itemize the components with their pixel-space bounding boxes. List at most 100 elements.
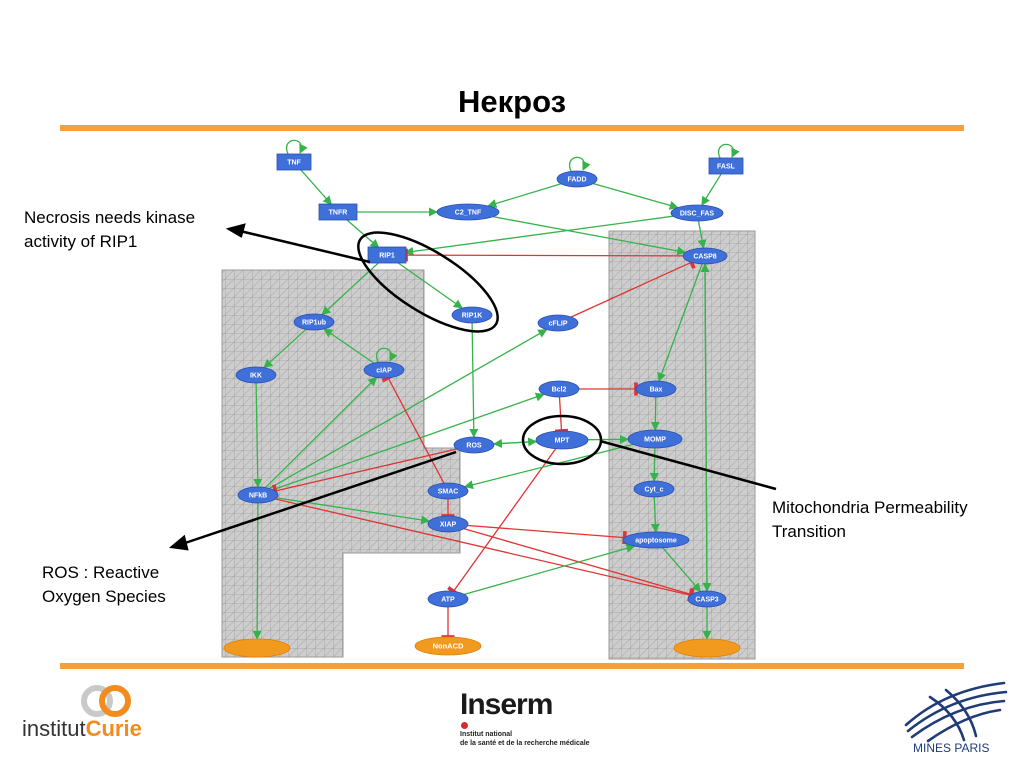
- node-mpt: MPT: [535, 430, 589, 450]
- edge-cflip-to-casp8: [570, 255, 696, 318]
- edge-bcl2-to-mpt: [554, 396, 569, 434]
- rip1-highlight-ellipse: [357, 231, 499, 333]
- node-label-nonacd: NonACD: [433, 642, 464, 651]
- mpt-pointer-line: [599, 439, 777, 491]
- node-label-ros: ROS: [466, 443, 482, 450]
- inserm-sub-line2: de la santé et de la recherche médicale: [460, 740, 590, 747]
- inserm-subtitle: Institut national de la santé et de la r…: [460, 730, 590, 748]
- edge-tnf-to-tnf: [285, 139, 308, 155]
- ros-callout: ROS : Reactive Oxygen Species: [42, 561, 166, 609]
- callout-pointers: [169, 223, 777, 551]
- edge-xiap-to-apoptosome: [467, 524, 627, 545]
- edge-c2_tnf-to-casp8: [493, 216, 687, 256]
- node-disc_fas: DISC_FAS: [670, 204, 724, 222]
- edge-fasl-to-fasl: [717, 143, 740, 159]
- node-shape-rip1: [367, 246, 407, 264]
- node-label-disc_fas: DISC_FAS: [680, 211, 715, 218]
- apoptosis-region: [608, 230, 756, 660]
- node-shape-ciap: [363, 361, 405, 379]
- node-shape-xiap: [427, 515, 469, 533]
- rip1-pointer-arrow: [239, 229, 371, 264]
- node-label-apoptosome: apoptosome: [635, 538, 677, 545]
- ros-callout-line1: ROS : Reactive: [42, 563, 160, 582]
- edge-ciap-to-ciap: [375, 347, 398, 363]
- node-label-c2_tnf: C2_TNF: [455, 210, 482, 217]
- node-nonacd: NonACD: [414, 636, 482, 656]
- edge-fadd-to-fadd: [568, 156, 591, 172]
- edge-nfkb-to-cflip: [269, 329, 548, 489]
- node-label-casp3: CASP3: [695, 597, 718, 604]
- node-label-cyt_c: Cyt_c: [644, 487, 663, 494]
- node-shape-rip1ub: [293, 313, 335, 331]
- node-xiap: XIAP: [427, 515, 469, 533]
- edge-ros-to-nfkb: [272, 448, 457, 498]
- node-shape-smac: [427, 482, 469, 500]
- rip1-callout-line2: activity of RIP1: [24, 232, 138, 251]
- edge-nfkb-to-casp3: [275, 498, 694, 602]
- mpt-callout: Mitochondria Permeability Transition: [772, 496, 968, 544]
- node-fasl: FASL: [708, 157, 744, 175]
- node-shape-mpt: [535, 430, 589, 450]
- node-shape-cyt_c: [633, 480, 675, 498]
- node-label-casp8: CASP8: [693, 254, 716, 261]
- rip1-callout: Necrosis needs kinase activity of RIP1: [24, 206, 195, 254]
- institut-curie-logo-icon: [81, 685, 131, 717]
- rip1-pointer-head: [225, 223, 246, 238]
- edge-rip1-to-rip1k: [396, 261, 463, 309]
- node-shape-c2_tnf: [436, 203, 500, 221]
- edge-cyt_c-to-apoptosome: [650, 496, 660, 533]
- node-shape-disc_fas: [670, 204, 724, 222]
- node-label-momp: MOMP: [644, 437, 666, 444]
- node-label-rip1: RIP1: [379, 253, 395, 260]
- node-label-mpt: MPT: [555, 438, 571, 445]
- edge-apoptosome-to-casp3: [662, 547, 702, 593]
- curie-name-text: Curie: [85, 716, 142, 741]
- node-ciap: cIAP: [363, 361, 405, 379]
- node-bcl2: Bcl2: [538, 380, 580, 398]
- node-shape-ros: [453, 436, 495, 454]
- edge-tnfr-to-rip1: [345, 218, 380, 249]
- edge-nfkb-to-xiap: [276, 497, 431, 525]
- node-cflip: cFLIP: [537, 314, 579, 332]
- node-casp3: CASP3: [687, 590, 727, 608]
- node-shape-survival: [223, 638, 291, 658]
- node-shape-tnfr: [318, 203, 358, 221]
- node-shape-bax: [635, 380, 677, 398]
- bottom-divider: [60, 663, 964, 669]
- node-label-fadd: FADD: [567, 177, 586, 184]
- node-fadd: FADD: [556, 170, 598, 188]
- node-shape-fadd: [556, 170, 598, 188]
- edge-mpt-to-ros: [492, 438, 537, 448]
- inserm-sub-line1: Institut national: [460, 731, 513, 738]
- node-label-smac: SMAC: [438, 489, 459, 496]
- node-label-xiap: XIAP: [440, 522, 457, 529]
- edge-fadd-to-disc_fas: [593, 182, 679, 210]
- node-shape-fasl: [708, 157, 744, 175]
- node-cyt_c: Cyt_c: [633, 480, 675, 498]
- ros-pointer-head: [169, 534, 189, 551]
- node-rip1: RIP1: [367, 246, 407, 264]
- node-shape-apoptosome: [622, 531, 690, 549]
- node-nfkb: NFkB: [237, 486, 279, 504]
- node-rip1ub: RIP1ub: [293, 313, 335, 331]
- edge-atp-to-apoptosome: [464, 543, 636, 596]
- edge-nfkb-to-ciap: [265, 376, 378, 489]
- edge-momp-to-cyt_c: [649, 447, 659, 482]
- node-shape-tnf: [276, 153, 312, 171]
- edge-bax-to-momp: [650, 396, 660, 431]
- rip1-callout-line1: Necrosis needs kinase: [24, 208, 196, 227]
- edge-nfkb-to-survival: [252, 502, 262, 640]
- edge-ikk-to-nfkb: [253, 382, 263, 488]
- node-shape-apoptosis: [673, 638, 741, 658]
- edge-fadd-to-c2_tnf: [487, 183, 562, 208]
- mpt-callout-line1: Mitochondria Permeability: [772, 498, 968, 517]
- edge-rip1k-to-ros: [469, 322, 479, 438]
- node-smac: SMAC: [427, 482, 469, 500]
- node-shape-nonacd: [414, 636, 482, 656]
- node-shape-momp: [627, 429, 683, 449]
- edge-casp3-to-casp8: [700, 263, 710, 592]
- node-ros: ROS: [453, 436, 495, 454]
- node-label-rip1ub: RIP1ub: [302, 320, 326, 327]
